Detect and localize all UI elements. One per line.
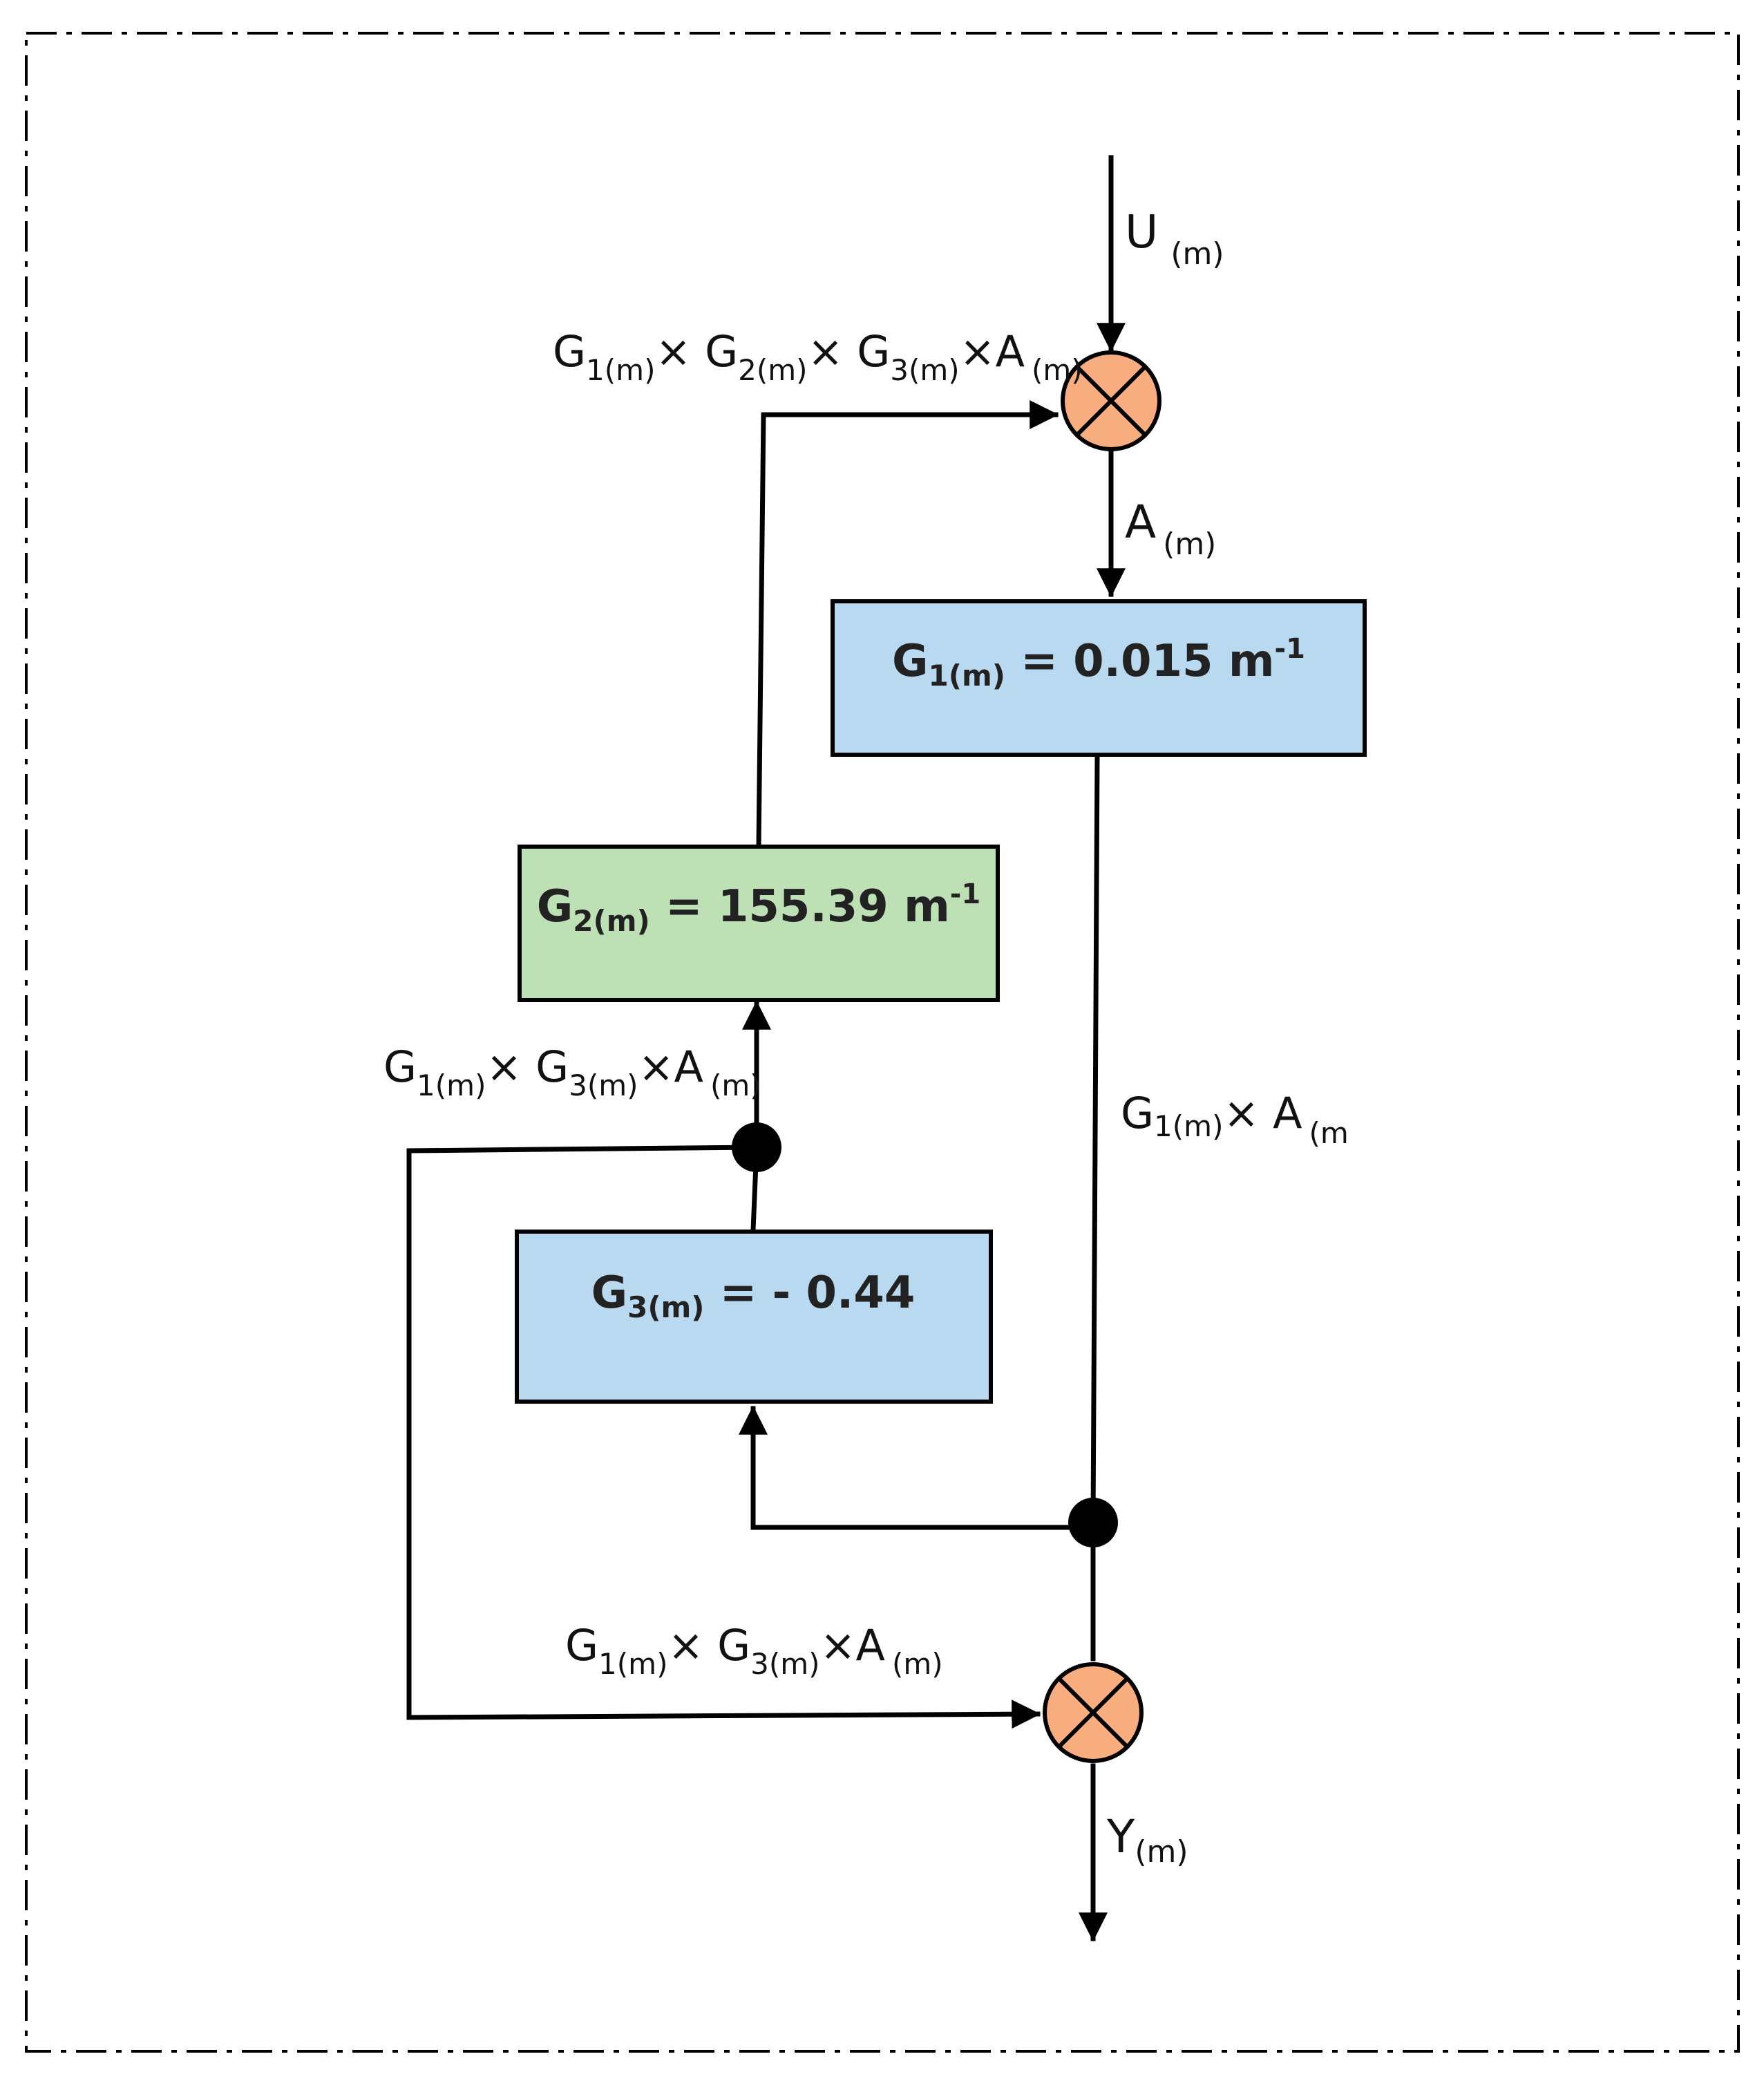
label-a: A(m) — [1125, 496, 1216, 562]
label-bottom-branch: G1(m)× G3(m)×A(m) — [565, 1620, 943, 1681]
g3-subscript: 3(m) — [627, 1290, 704, 1324]
summing-junction-bottom — [1043, 1662, 1144, 1763]
g1-exponent: -1 — [1275, 633, 1305, 665]
block-g1: G1(m) = 0.015 m-1 — [831, 599, 1367, 757]
outer-frame — [25, 32, 1740, 2053]
g2-symbol: G — [537, 881, 573, 932]
g2-subscript: 2(m) — [573, 904, 649, 938]
g3-symbol: G — [591, 1268, 628, 1319]
branch-point-right — [1068, 1498, 1118, 1547]
label-output: Y(m) — [1106, 1810, 1188, 1870]
summing-junction-top — [1061, 350, 1161, 451]
block-g3: G3(m) = - 0.44 — [515, 1230, 993, 1404]
label-mid-branch: G1(m)× G3(m)×A(m) — [383, 1042, 761, 1102]
g3-equation: = - 0.44 — [704, 1268, 915, 1319]
svg-text:G3(m) = - 0.44: G3(m) = - 0.44 — [591, 1268, 916, 1324]
svg-text:G2(m) = 155.39 m-1: G2(m) = 155.39 m-1 — [537, 878, 980, 938]
label-input: U(m) — [1125, 205, 1224, 272]
feedback-wire-top — [756, 400, 1059, 849]
g1-equation: = 0.015 m — [1005, 636, 1275, 687]
label-feedback-top: G1(m)× G2(m)× G3(m)×A(m) — [553, 326, 1083, 387]
label-g1-times-a: G1(m)× A(m — [1121, 1088, 1349, 1150]
block-g2: G2(m) = 155.39 m-1 — [518, 845, 1000, 1002]
branch-point-left — [732, 1122, 781, 1172]
block-g1-box — [831, 599, 1367, 757]
g1-symbol: G — [892, 636, 929, 687]
svg-text:G1(m) = 0.015 m-1: G1(m) = 0.015 m-1 — [892, 633, 1305, 693]
g3-input-wire — [739, 1405, 1096, 1530]
g1-subscript: 1(m) — [929, 659, 1005, 693]
feedback-wire-bottom — [406, 1145, 1041, 1729]
g2-equation: = 155.39 m — [650, 881, 950, 932]
block-g3-box — [515, 1230, 993, 1404]
g2-exponent: -1 — [950, 878, 980, 910]
block-g2-box — [518, 845, 1000, 1002]
